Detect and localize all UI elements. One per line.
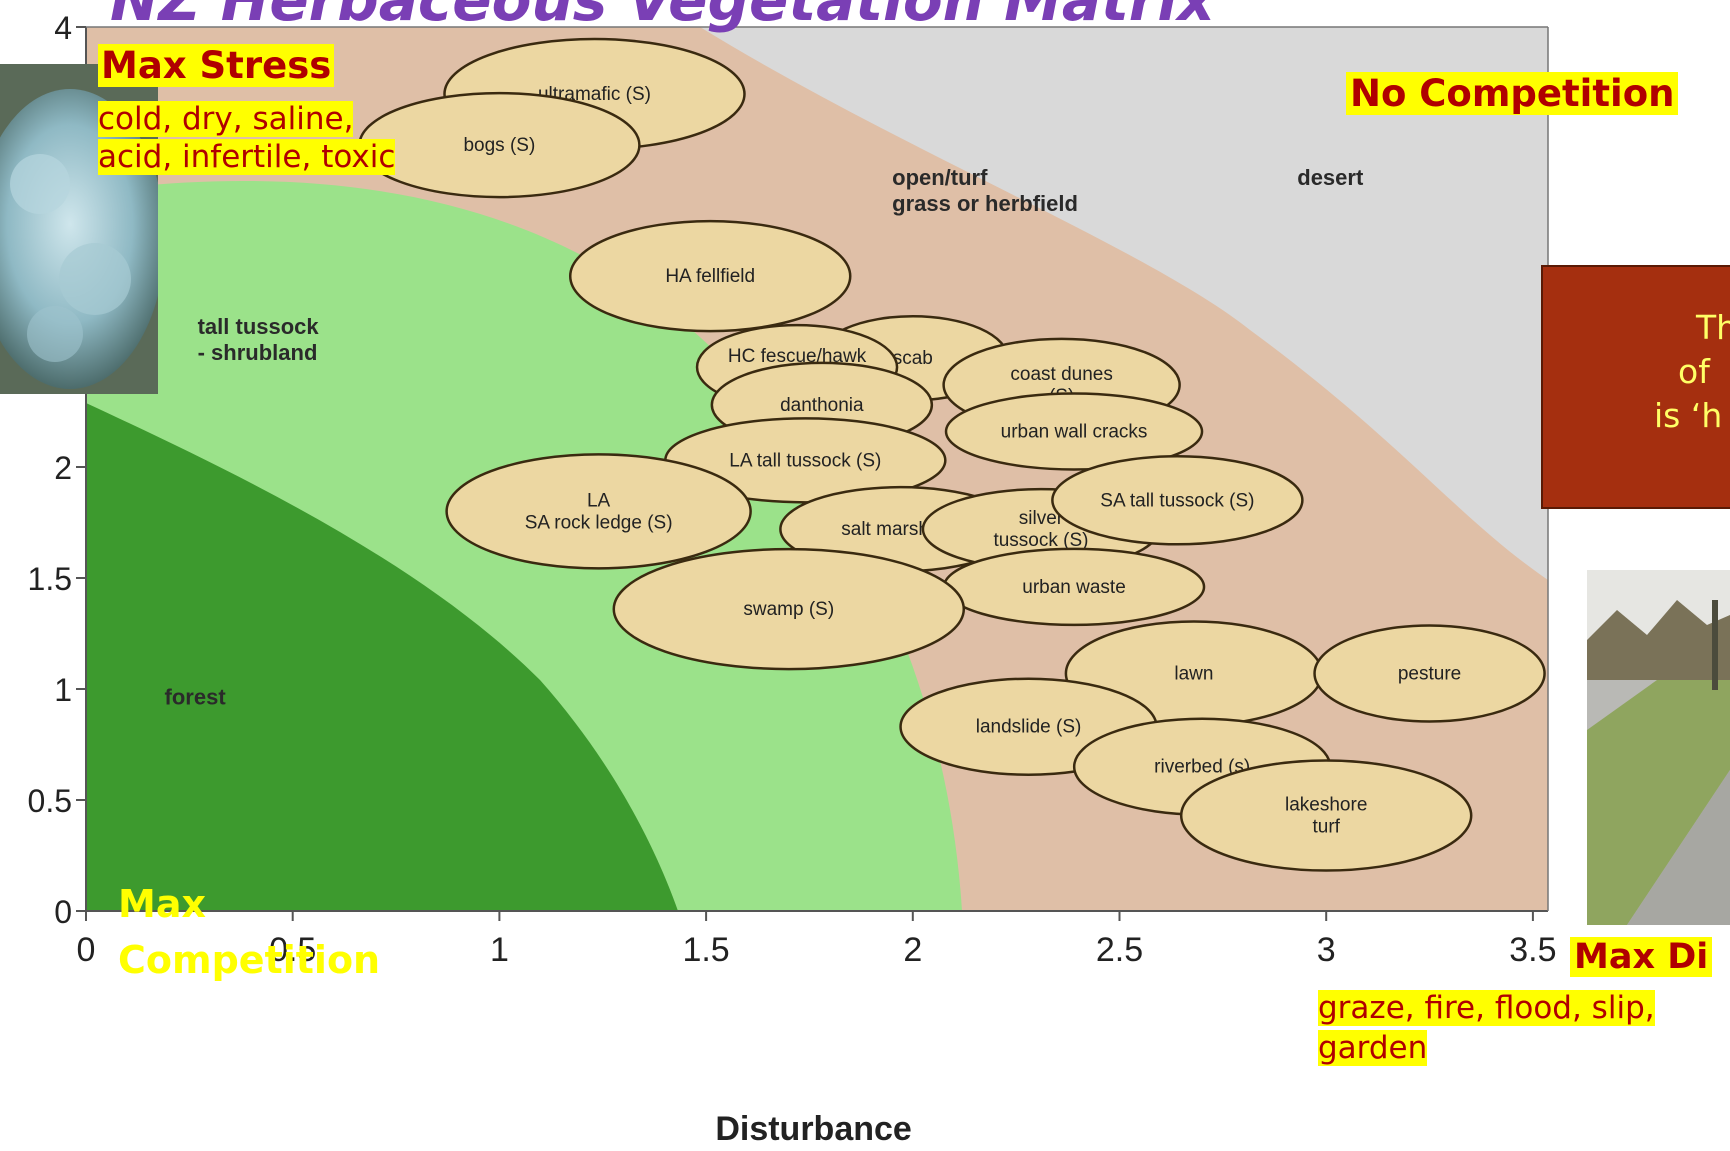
habitat-ellipse: LA tall tussock (S) <box>664 417 947 504</box>
callout-box <box>1541 265 1730 509</box>
habitat-ellipse: urban waste <box>942 547 1206 627</box>
habitat-label: riverbed (s) <box>1154 757 1250 778</box>
habitat-shape <box>568 219 852 333</box>
habitat-shape <box>1313 624 1546 723</box>
zone-forest <box>86 403 678 911</box>
max-disturbance-line-1: graze, fire, flood, slip, <box>1318 990 1655 1026</box>
habitat-ellipse: SA tall tussock (S) <box>1051 455 1304 546</box>
callout-line-1: Th <box>1696 308 1730 347</box>
habitat-shape <box>1051 455 1304 546</box>
x-tick-label: 0.5 <box>269 931 316 969</box>
y-tick-label: 1 <box>54 672 72 708</box>
habitat-ellipse: HA fellfield <box>568 219 852 333</box>
max-stress-title: Max Stress <box>98 44 335 87</box>
habitat-label: urban wall cracks <box>1001 421 1148 442</box>
habitat-label: swamp (S) <box>743 599 834 620</box>
habitat-ellipse: pesture <box>1313 624 1546 723</box>
max-competition-line-1: Max <box>118 882 206 926</box>
max-competition-line-2: Competition <box>118 938 381 982</box>
roadside-lawn-photo <box>1587 570 1730 925</box>
max-stress-description: cold, dry, saline, acid, infertile, toxi… <box>98 100 396 176</box>
zone-label-shrubland: tall tussock- shrubland <box>198 314 320 365</box>
x-tick-label: 3 <box>1317 931 1336 969</box>
y-tick-label: 4 <box>54 10 72 46</box>
habitat-label: lawn <box>1174 663 1213 684</box>
x-tick-label: 3.5 <box>1509 931 1556 969</box>
habitat-ellipse: swamp (S) <box>612 547 966 671</box>
y-tick-label: 0.5 <box>28 783 72 819</box>
y-tick-label: 1.5 <box>28 561 72 597</box>
habitat-shape <box>1179 759 1473 872</box>
x-tick-label: 1 <box>490 931 509 969</box>
habitat-ellipse: urban wall cracks <box>944 392 1204 471</box>
y-tick-label: 2 <box>54 450 72 486</box>
slide-title: NZ Herbaceous Vegetation Matrix <box>110 0 1215 34</box>
max-stress-line-2: acid, infertile, toxic <box>98 139 396 175</box>
zone-label-forest: forest <box>165 685 227 710</box>
x-tick-label: 1.5 <box>682 931 729 969</box>
habitat-label: urban waste <box>1022 577 1126 598</box>
callout-line-3: is ‘h <box>1654 396 1723 435</box>
max-stress-line-1: cold, dry, saline, <box>98 101 354 137</box>
x-tick-label: 2 <box>903 931 922 969</box>
habitat-shape <box>612 547 966 671</box>
habitat-label: HA fellfield <box>665 266 755 287</box>
habitat-label: pesture <box>1398 663 1461 684</box>
max-competition-label: Max Competition <box>118 876 380 988</box>
no-competition-label: No Competition <box>1346 72 1679 115</box>
y-tick-label: 0 <box>54 894 72 930</box>
x-axis-label: Disturbance <box>715 1110 912 1148</box>
habitat-shape <box>944 392 1204 471</box>
habitat-label: landslide (S) <box>976 717 1082 738</box>
habitat-shape <box>445 453 752 570</box>
callout-line-2: of <box>1678 352 1710 391</box>
max-disturbance-title: Max Di <box>1570 937 1713 977</box>
x-tick-label: 2.5 <box>1096 931 1143 969</box>
habitat-label: LA tall tussock (S) <box>729 450 881 471</box>
habitat-ellipse: bogs (S) <box>358 91 641 199</box>
habitat-label: scab <box>893 348 933 369</box>
habitat-label: bogs (S) <box>463 135 535 156</box>
habitat-label: danthonia <box>780 395 864 416</box>
zone-label-desert: desert <box>1297 165 1364 190</box>
max-disturbance-line-2: garden <box>1318 1030 1428 1066</box>
habitat-label: SA tall tussock (S) <box>1100 490 1254 511</box>
callout-text: Th of is ‘h <box>1654 306 1730 438</box>
alpine-plant-photo <box>0 64 158 394</box>
x-tick-label: 0 <box>77 931 96 969</box>
